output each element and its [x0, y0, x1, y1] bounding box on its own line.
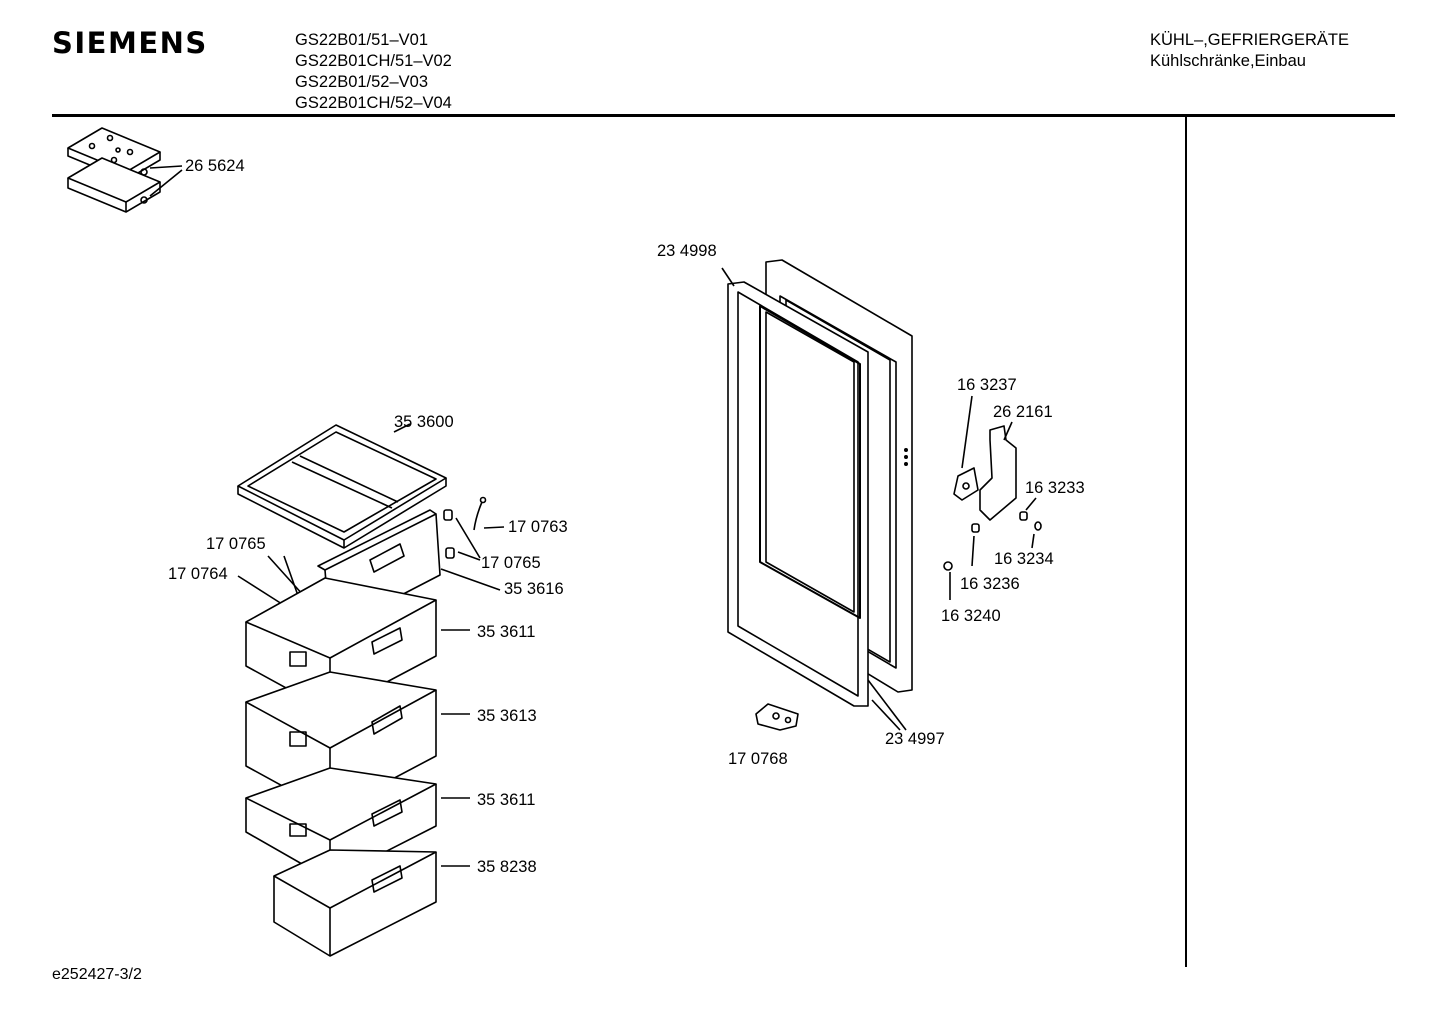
part-number-label: 17 0765	[481, 554, 541, 572]
category-title: KÜHL–,GEFRIERGERÄTE	[1150, 31, 1349, 49]
part-number-label: 16 3240	[941, 607, 1001, 625]
door-hinge-bracket-part	[755, 703, 799, 731]
part-number-label: 35 3600	[394, 413, 454, 431]
hinge-block-part	[67, 127, 183, 213]
part-number-label: 17 0763	[508, 518, 568, 536]
side-divider	[1185, 117, 1187, 967]
part-number-label: 23 4997	[885, 730, 945, 748]
hinge-assembly-parts	[943, 395, 1042, 600]
part-number-label: 35 8238	[477, 858, 537, 876]
drawer-part	[273, 849, 470, 957]
part-number-label: 35 3611	[477, 623, 536, 641]
part-number-label: 17 0768	[728, 750, 788, 768]
part-number-label: 35 3611	[477, 791, 536, 809]
part-number-label: 35 3613	[477, 707, 537, 725]
part-number-label: 16 3236	[960, 575, 1020, 593]
model-number: GS22B01CH/51–V02	[295, 52, 452, 70]
model-number: GS22B01/52–V03	[295, 73, 429, 91]
brand-logo: SIEMENS	[52, 26, 208, 60]
category-block: KÜHL–,GEFRIERGERÄTE Kühlschränke,Einbau	[1150, 30, 1349, 72]
part-number-label: 26 5624	[185, 157, 245, 175]
part-number-label: 17 0764	[168, 565, 228, 583]
part-number-label: 17 0765	[206, 535, 266, 553]
part-number-label: 26 2161	[993, 403, 1053, 421]
part-number-label: 35 3616	[504, 580, 564, 598]
door-gasket-part	[721, 267, 908, 731]
part-number-label: 23 4998	[657, 242, 717, 260]
drawing-id: e252427-3/2	[52, 966, 142, 983]
header-divider	[52, 114, 1395, 117]
drawer-cover-part	[237, 423, 447, 549]
model-number: GS22B01CH/52–V04	[295, 94, 452, 112]
part-number-label: 16 3233	[1025, 479, 1085, 497]
model-list: GS22B01/51–V01 GS22B01CH/51–V02 GS22B01/…	[295, 30, 452, 114]
part-number-label: 16 3234	[994, 550, 1054, 568]
category-subtitle: Kühlschränke,Einbau	[1150, 52, 1306, 70]
model-number: GS22B01/51–V01	[295, 31, 429, 49]
part-number-label: 16 3237	[957, 376, 1017, 394]
